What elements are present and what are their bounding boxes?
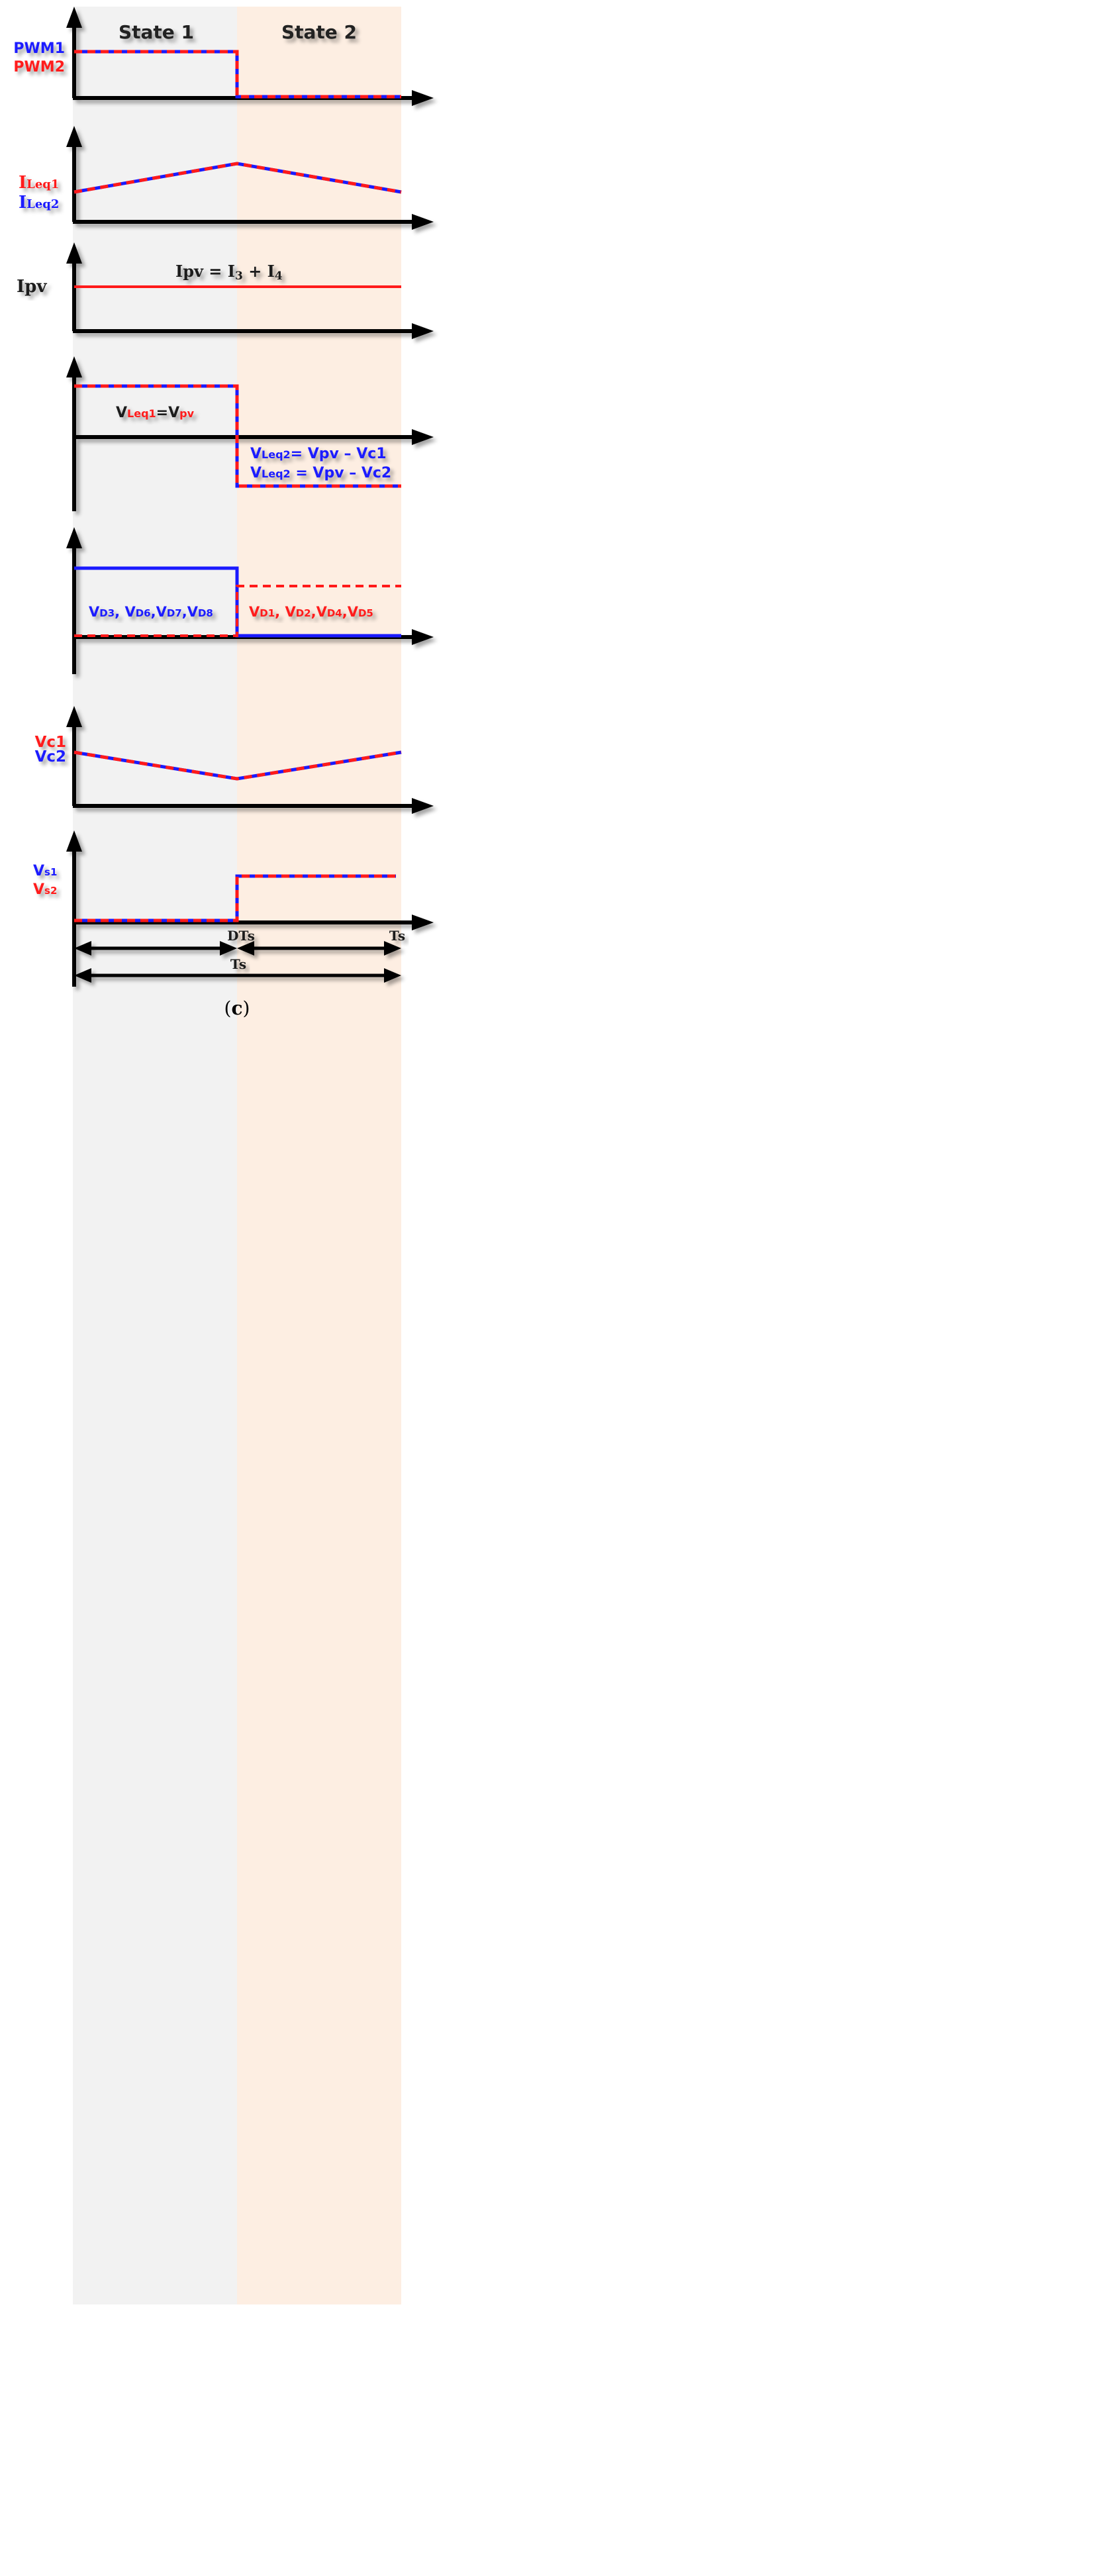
ipv-label: Ipv xyxy=(17,277,47,297)
figure-caption: (c) xyxy=(224,997,250,1019)
state1-background xyxy=(73,7,237,2304)
vs1-label: Vs1 xyxy=(33,863,57,879)
ts-total-label: Ts xyxy=(230,956,246,972)
vs-waveform xyxy=(74,874,396,922)
il-axes xyxy=(66,126,434,230)
vl-axes xyxy=(66,356,434,511)
vd-waveform-blue xyxy=(74,566,401,638)
vleq2-equation-1: VLeq2= Vpv – Vc1 xyxy=(250,446,387,462)
vc2-label: Vc2 xyxy=(35,748,66,766)
vleq2-equation-2: VLeq2 = Vpv – Vc2 xyxy=(250,465,391,481)
pwm1-label: PWM1 xyxy=(13,40,65,57)
vc-axes xyxy=(66,706,434,814)
vleq1-equation: VLeq1=Vpv xyxy=(116,405,195,421)
pwm2-label: PWM2 xyxy=(13,59,65,75)
vd-waveform-red xyxy=(74,585,401,637)
ipv-equation: Ipv = I3 + I4 xyxy=(175,262,283,283)
state1-label: State 1 xyxy=(119,21,194,43)
ipv-axes xyxy=(66,242,434,339)
vs2-label: Vs2 xyxy=(33,881,57,898)
vc-waveform xyxy=(73,750,402,781)
ts-end-label: Ts xyxy=(389,928,405,944)
vs-axes xyxy=(66,830,434,987)
state2-background xyxy=(237,7,401,2304)
time-interval-arrows xyxy=(74,941,401,983)
dts-label: DTs xyxy=(227,928,255,944)
vd-state1-label: VD3, VD6,VD7,VD8 xyxy=(89,604,213,620)
ileq2-label: ILeq2 xyxy=(19,193,59,213)
vd-state2-label: VD1, VD2,VD4,VD5 xyxy=(249,604,373,620)
vc1-label: Vc1 xyxy=(35,734,66,751)
vl-waveform xyxy=(74,384,401,488)
state2-label: State 2 xyxy=(281,21,357,43)
pwm-waveform xyxy=(74,50,401,99)
ileq1-label: ILeq1 xyxy=(19,173,59,193)
il-waveform xyxy=(73,162,402,194)
